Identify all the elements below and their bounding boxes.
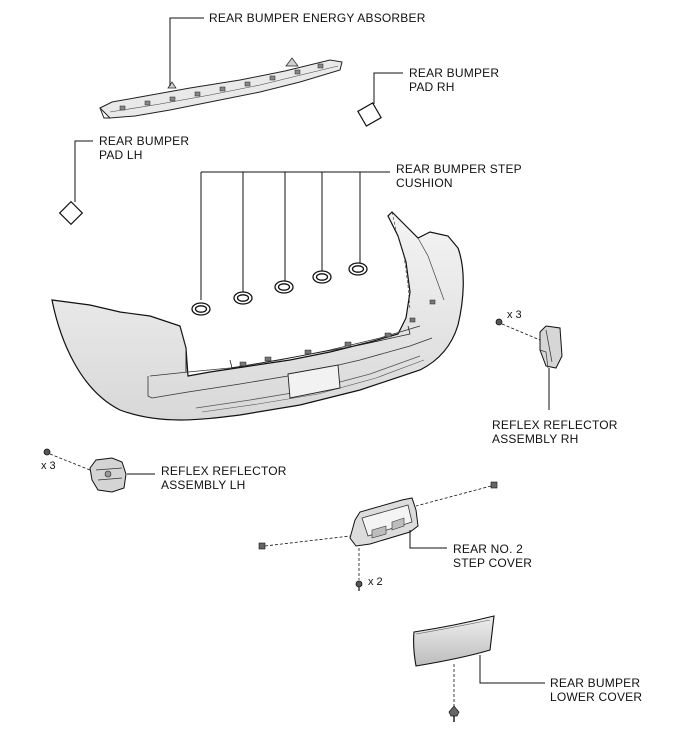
lower-cover-leader <box>479 655 545 684</box>
label-lower-cover-line2: LOWER COVER <box>550 690 643 704</box>
reflector-rh-part <box>539 325 563 369</box>
label-reflector-rh-line1: REFLEX REFLECTOR <box>492 418 618 432</box>
step-cover-leader <box>409 530 447 549</box>
label-step-cushion-line2: CUSHION <box>396 176 453 190</box>
label-step-cover-line1: REAR NO. 2 <box>453 542 524 556</box>
pad-lh-part <box>58 200 84 226</box>
lower-cover-part <box>413 615 495 667</box>
label-reflector-lh-line2: ASSEMBLY LH <box>161 478 246 492</box>
lower-cover-clip-icon <box>448 664 460 722</box>
energy-absorber-part <box>99 57 343 119</box>
pad-rh-part <box>357 102 382 127</box>
qty-reflector-rh-screws: x 3 <box>507 309 522 321</box>
label-pad-rh-line1: REAR BUMPER <box>409 66 500 80</box>
label-lower-cover-line1: REAR BUMPER <box>550 676 641 690</box>
label-pad-lh-line2: PAD LH <box>99 148 143 162</box>
label-step-cover-line2: STEP COVER <box>453 556 533 570</box>
label-pad-lh-line1: REAR BUMPER <box>99 134 190 148</box>
pad-lh-leader <box>74 140 93 202</box>
energy-absorber-leader <box>169 17 204 86</box>
label-step-cushion-line1: REAR BUMPER STEP <box>396 162 522 176</box>
label-reflector-rh-line2: ASSEMBLY RH <box>492 432 579 446</box>
step-cushion-parts <box>191 262 368 316</box>
qty-step-cover-screws: x 2 <box>368 576 383 588</box>
pad-rh-leader <box>373 72 403 104</box>
reflector-lh-part <box>89 457 127 493</box>
label-reflector-lh-line1: REFLEX REFLECTOR <box>161 464 287 478</box>
label-pad-rh-line2: PAD RH <box>409 80 455 94</box>
step-cover-part <box>349 497 419 547</box>
step-cover-screw-icon <box>355 548 363 591</box>
reflector-lh-screw-icon <box>43 448 91 471</box>
label-energy-absorber: REAR BUMPER ENERGY ABSORBER <box>209 11 426 25</box>
qty-reflector-lh-screws: x 3 <box>41 460 56 472</box>
step-cushion-leaders <box>200 171 390 300</box>
reflector-rh-screw-icon <box>495 318 541 341</box>
rear-bumper-cover <box>51 211 464 421</box>
step-cover-clip-icons <box>258 481 498 550</box>
